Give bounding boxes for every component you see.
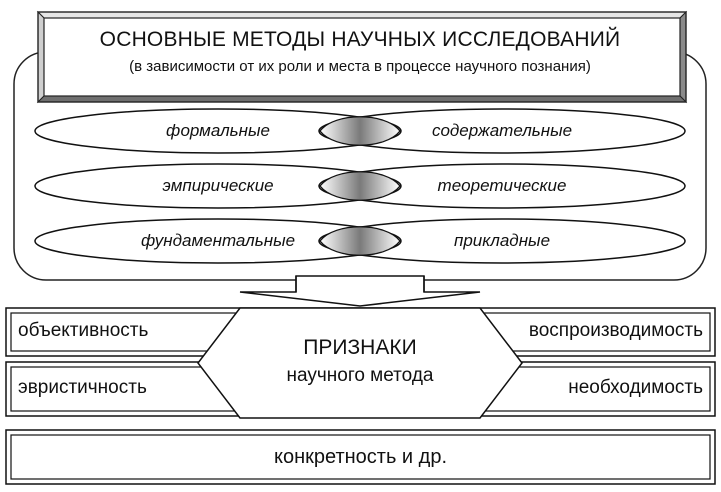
oval-label-formal: формальные xyxy=(166,121,270,140)
feature-reproducibility: воспроизводимость xyxy=(528,320,703,341)
header-box xyxy=(36,10,688,104)
feature-objectivity: объективность xyxy=(18,320,149,341)
feature-heuristic: эвристичность xyxy=(18,377,147,398)
features-center-title: ПРИЗНАКИ xyxy=(303,336,417,359)
diagram-subtitle: (в зависимости от их роли и места в проц… xyxy=(129,58,591,75)
oval-label-applied: прикладные xyxy=(453,231,551,250)
oval-label-fundamental: фундаментальные xyxy=(140,231,296,250)
method-ovals xyxy=(34,108,686,264)
oval-label-substantive: содержательные xyxy=(431,121,573,140)
oval-label-empirical: эмпирические xyxy=(162,176,274,195)
feature-necessity: необходимость xyxy=(568,377,703,398)
features-center-subtitle: научного метода xyxy=(286,365,434,386)
features-hexagon xyxy=(197,307,523,419)
feature-concreteness: конкретность и др. xyxy=(273,446,448,468)
diagram-title: ОСНОВНЫЕ МЕТОДЫ НАУЧНЫХ ИССЛЕДОВАНИЙ xyxy=(99,28,621,51)
down-arrow xyxy=(239,275,481,307)
oval-label-theoretical: теоретические xyxy=(437,176,567,195)
